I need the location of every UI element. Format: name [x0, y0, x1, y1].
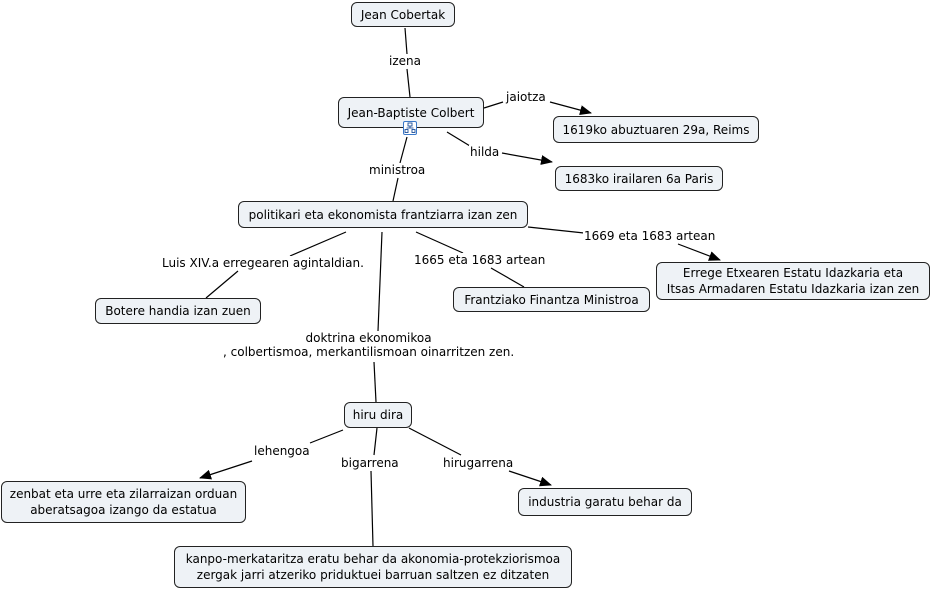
concept-kanpo-line1: kanpo-merkataritza eratu behar da akonom… — [185, 552, 561, 566]
link-label-1665: 1665 eta 1683 artean — [413, 253, 547, 267]
link-label-lehengoa: lehengoa — [253, 444, 311, 458]
link-label-bigarrena: bigarrena — [340, 456, 400, 470]
link-label-ministroa: ministroa — [368, 163, 427, 177]
concept-jean-cobertak-label: Jean Cobertak — [360, 7, 446, 22]
concept-zenbat-line2: aberatsagoa izango da estatua — [30, 503, 217, 517]
line-ministroa-politician — [392, 177, 399, 202]
concept-erregea-line2: Itsas Armadaren Estatu Idazkaria izan ze… — [666, 282, 920, 296]
link-label-hirugarrena: hirugarrena — [442, 456, 515, 470]
line-cobertak-izena — [404, 27, 408, 55]
line-politician-doktrina — [377, 231, 383, 332]
concept-birth[interactable]: 1619ko abuztuaren 29a, Reims — [553, 116, 759, 143]
line-hiru-bigarrena — [373, 427, 378, 456]
concept-hiru-label: hiru dira — [352, 408, 404, 422]
link-label-doktrina: doktrina ekonomikoa , colbertismoa, merk… — [222, 331, 516, 359]
line-1665-finantza — [490, 267, 525, 288]
link-label-1669: 1669 eta 1683 artean — [583, 229, 717, 243]
line-hirugarrena-industria — [508, 470, 552, 487]
concept-industria-label: industria garatu behar da — [528, 495, 682, 509]
concept-botere-label: Botere handia izan zuen — [105, 304, 251, 318]
link-label-jaiotza: jaiotza — [505, 90, 547, 104]
line-izena-colbert — [406, 68, 411, 98]
link-label-luis: Luis XIV.a erregearen agintaldian. — [161, 256, 365, 270]
line-politician-1669 — [527, 226, 585, 234]
concept-zenbat-line1: zenbat eta urre eta zilarraizan orduan — [9, 487, 238, 501]
concept-zenbat[interactable]: zenbat eta urre eta zilarraizan orduan a… — [1, 481, 246, 523]
concept-kanpo-line2: zergak jarri atzeriko priduktuei barruan… — [196, 568, 550, 582]
concept-finantza-label: Frantziako Finantza Ministroa — [464, 292, 639, 307]
concept-jean-cobertak[interactable]: Jean Cobertak — [351, 2, 455, 27]
link-label-hilda: hilda — [469, 145, 501, 159]
concept-death[interactable]: 1683ko irailaren 6a Paris — [555, 166, 723, 191]
concept-kanpo[interactable]: kanpo-merkataritza eratu behar da akonom… — [174, 546, 572, 588]
concept-erregea[interactable]: Errege Etxearen Estatu Idazkaria eta Its… — [656, 262, 930, 300]
concept-colbert-label: Jean-Baptiste Colbert — [347, 105, 475, 120]
line-luis-botere — [205, 270, 239, 299]
concept-hiru[interactable]: hiru dira — [344, 402, 412, 428]
concept-industria[interactable]: industria garatu behar da — [518, 488, 692, 516]
link-label-izena: izena — [388, 54, 422, 68]
line-colbert-jaiotza — [483, 101, 504, 109]
line-colbert-ministroa — [399, 136, 408, 164]
link-label-doktrina-line1: doktrina ekonomikoa — [305, 331, 432, 345]
line-doktrina-hiru — [373, 361, 377, 403]
concept-botere[interactable]: Botere handia izan zuen — [95, 298, 261, 324]
line-bigarrena-kanpo — [370, 470, 374, 547]
line-lehengoa-zenbat — [199, 460, 253, 480]
concept-finantza[interactable]: Frantziako Finantza Ministroa — [453, 287, 650, 312]
concept-colbert[interactable]: Jean-Baptiste Colbert — [338, 97, 484, 128]
concept-map-icon-glyph — [404, 122, 416, 133]
concept-death-label: 1683ko irailaren 6a Paris — [564, 171, 714, 186]
concept-politician-label: politikari eta ekonomista frantziarra iz… — [248, 207, 518, 222]
line-colbert-hilda — [446, 131, 471, 147]
line-hiru-hirugarrena — [408, 427, 462, 456]
line-hilda-death — [501, 152, 553, 165]
concept-map-icon[interactable] — [403, 121, 417, 135]
concept-politician[interactable]: politikari eta ekonomista frantziarra iz… — [238, 201, 528, 228]
concept-birth-label: 1619ko abuztuaren 29a, Reims — [562, 122, 750, 137]
line-jaiotza-birth — [549, 101, 592, 115]
line-politician-1665 — [415, 231, 464, 254]
link-label-doktrina-line2: , colbertismoa, merkantilismoan oinarrit… — [223, 345, 515, 359]
line-1669-erregea — [677, 243, 721, 261]
line-hiru-lehengoa — [309, 429, 344, 444]
line-politician-luis — [289, 231, 347, 257]
concept-erregea-line1: Errege Etxearen Estatu Idazkaria eta — [682, 266, 904, 280]
